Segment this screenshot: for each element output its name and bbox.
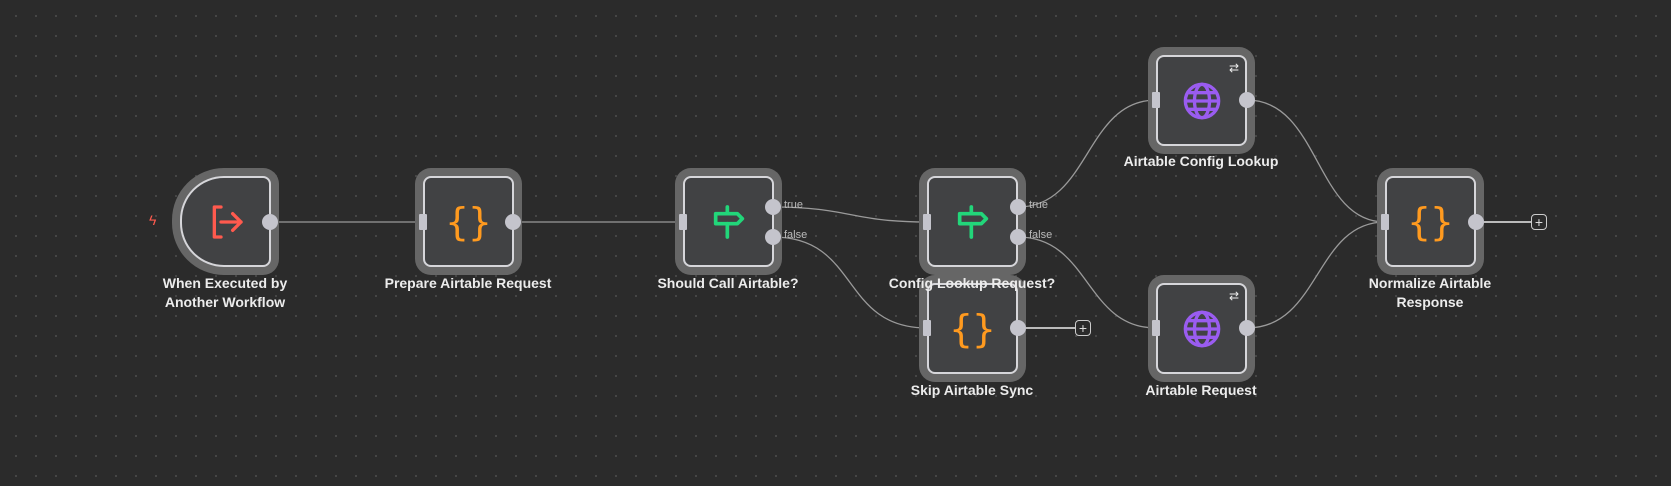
input-handle[interactable]	[1152, 92, 1160, 108]
output-handle[interactable]	[1239, 92, 1255, 108]
node-label: Prepare Airtable Request	[384, 275, 552, 291]
add-node-button[interactable]: +	[1075, 320, 1091, 336]
edge-config-false-ar	[1017, 236, 1157, 329]
branch-label-true: true	[784, 199, 803, 211]
signpost-icon	[713, 204, 744, 239]
edge-acl-normalize	[1246, 99, 1386, 223]
node-should-call-airtable[interactable]	[683, 176, 774, 267]
node-label: Airtable Request	[1145, 382, 1257, 398]
input-handle[interactable]	[923, 320, 931, 336]
label-line: Another Workflow	[164, 294, 286, 310]
sign-out-icon	[212, 204, 243, 239]
edge-config-true-acl	[1017, 99, 1157, 208]
output-handle[interactable]	[1239, 320, 1255, 336]
node-normalize-airtable-response[interactable]: {}	[1385, 176, 1476, 267]
edge-ar-normalize	[1246, 221, 1386, 329]
globe-icon	[1183, 82, 1220, 119]
node-airtable-request[interactable]: ⇄	[1156, 283, 1247, 374]
label-line: Normalize Airtable	[1368, 275, 1492, 291]
node-label: Config Lookup Request?	[888, 275, 1056, 291]
edge-should-true-config	[772, 206, 928, 223]
node-airtable-config-lookup[interactable]: ⇄	[1156, 55, 1247, 146]
add-node-button[interactable]: +	[1531, 214, 1547, 230]
input-handle[interactable]	[1381, 214, 1389, 230]
output-handle[interactable]	[505, 214, 521, 230]
input-handle[interactable]	[923, 214, 931, 230]
node-label: Should Call Airtable?	[657, 275, 799, 291]
output-handle-true[interactable]	[765, 199, 781, 215]
bolt-icon: ϟ	[149, 212, 157, 228]
braces-icon: {}	[445, 199, 492, 244]
output-handle-true[interactable]	[1010, 199, 1026, 215]
retry-icon: ⇄	[1228, 289, 1239, 303]
globe-icon	[1183, 310, 1220, 347]
retry-icon: ⇄	[1228, 61, 1239, 75]
edge-should-false-skip	[772, 236, 928, 329]
node-skip-airtable-sync[interactable]: {}	[927, 283, 1018, 374]
node-prepare-airtable-request[interactable]: {}	[423, 176, 514, 267]
braces-icon: {}	[1407, 199, 1454, 244]
input-handle[interactable]	[679, 214, 687, 230]
input-handle[interactable]	[419, 214, 427, 230]
branch-label-false: false	[1029, 229, 1053, 241]
label-line: When Executed by	[162, 275, 288, 291]
branch-label-true: true	[1029, 199, 1048, 211]
signpost-icon	[957, 204, 988, 239]
node-label: When Executed by Another Workflow	[115, 274, 335, 312]
braces-icon: {}	[949, 306, 996, 351]
output-handle[interactable]	[1010, 320, 1026, 336]
label-line: Response	[1396, 294, 1464, 310]
output-handle[interactable]	[1468, 214, 1484, 230]
output-handle[interactable]	[262, 214, 278, 230]
node-label: Skip Airtable Sync	[910, 382, 1034, 398]
output-handle-false[interactable]	[1010, 229, 1026, 245]
branch-label-false: false	[784, 229, 808, 241]
input-handle[interactable]	[1152, 320, 1160, 336]
node-label: Airtable Config Lookup	[1123, 153, 1279, 169]
output-handle-false[interactable]	[765, 229, 781, 245]
node-when-executed[interactable]	[180, 176, 271, 267]
node-config-lookup-request[interactable]	[927, 176, 1018, 267]
